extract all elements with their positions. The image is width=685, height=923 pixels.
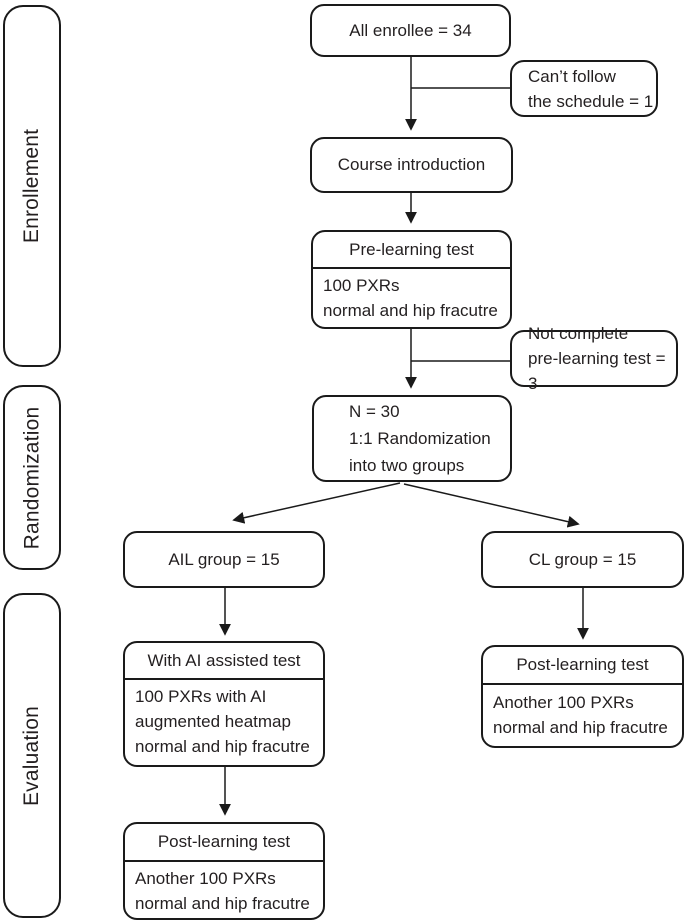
node-not-complete-line2: pre-learning test = 3 [528,349,666,393]
node-all-enrollee: All enrollee = 34 [310,4,511,57]
node-randomization-line1: N = 30 [349,402,400,421]
node-post-learning-left-line2: normal and hip fracutre [135,894,310,913]
node-post-learning-right-line1: Another 100 PXRs [493,692,634,712]
node-cant-follow-line1: Can’t follow [528,66,616,86]
node-cant-follow-line2: the schedule = 1 [528,91,654,111]
node-pre-learning-test-title: Pre-learning test [313,232,510,269]
node-post-learning-right-body: Another 100 PXRs normal and hip fracutre [483,685,682,746]
node-pre-learning-body-line2: normal and hip fracutre [323,301,498,320]
phase-evaluation: Evaluation [3,593,61,918]
node-randomization-line3: into two groups [349,456,465,475]
node-randomization-line2: 1:1 Randomization [349,429,491,448]
node-ail-group: AIL group = 15 [123,531,325,588]
node-all-enrollee-label: All enrollee = 34 [349,20,472,40]
node-cl-group-label: CL group = 15 [528,549,637,569]
node-pre-learning-body-line1: 100 PXRs [323,276,400,295]
node-ail-group-label: AIL group = 15 [168,549,280,569]
phase-randomization-label: Randomization [20,406,43,549]
node-ai-assisted-body-line3: normal and hip fracutre [135,737,310,756]
node-post-learning-left-title: Post-learning test [125,824,323,862]
node-post-learning-right-title: Post-learning test [483,647,682,685]
node-course-introduction: Course introduction [310,137,513,193]
node-ai-assisted-test-body: 100 PXRs with AI augmented heatmap norma… [125,680,323,765]
node-not-complete: Not complete pre-learning test = 3 [510,324,678,393]
arrow-randomization-to-cl [403,483,580,528]
node-post-learning-left: Post-learning test Another 100 PXRs norm… [123,822,325,920]
node-pre-learning-test: Pre-learning test 100 PXRs normal and hi… [311,230,512,329]
node-post-learning-left-body: Another 100 PXRs normal and hip fracutre [125,862,323,922]
node-post-learning-left-line1: Another 100 PXRs [135,869,276,888]
node-randomization: N = 30 1:1 Randomization into two groups [312,395,512,482]
node-ai-assisted-test: With AI assisted test 100 PXRs with AI a… [123,641,325,767]
node-cant-follow: Can’t follow the schedule = 1 [510,60,658,117]
node-post-learning-right-line2: normal and hip fracutre [493,717,668,737]
node-course-introduction-label: Course introduction [337,155,486,175]
arrow-randomization-to-ail [232,482,401,524]
node-post-learning-right: Post-learning test Another 100 PXRs norm… [481,645,684,748]
phase-evaluation-label: Evaluation [20,705,44,806]
node-ai-assisted-body-line2: augmented heatmap [135,712,291,731]
node-ai-assisted-test-title: With AI assisted test [125,643,323,680]
phase-randomization: Randomization [3,385,61,570]
phase-enrollment: Enrollement [3,5,61,367]
phase-enrollment-label: Enrollement [20,128,44,244]
node-cl-group: CL group = 15 [481,531,684,588]
node-not-complete-line1: Not complete [528,324,629,343]
node-ai-assisted-body-line1: 100 PXRs with AI [135,687,267,706]
node-pre-learning-test-body: 100 PXRs normal and hip fracutre [313,269,510,329]
